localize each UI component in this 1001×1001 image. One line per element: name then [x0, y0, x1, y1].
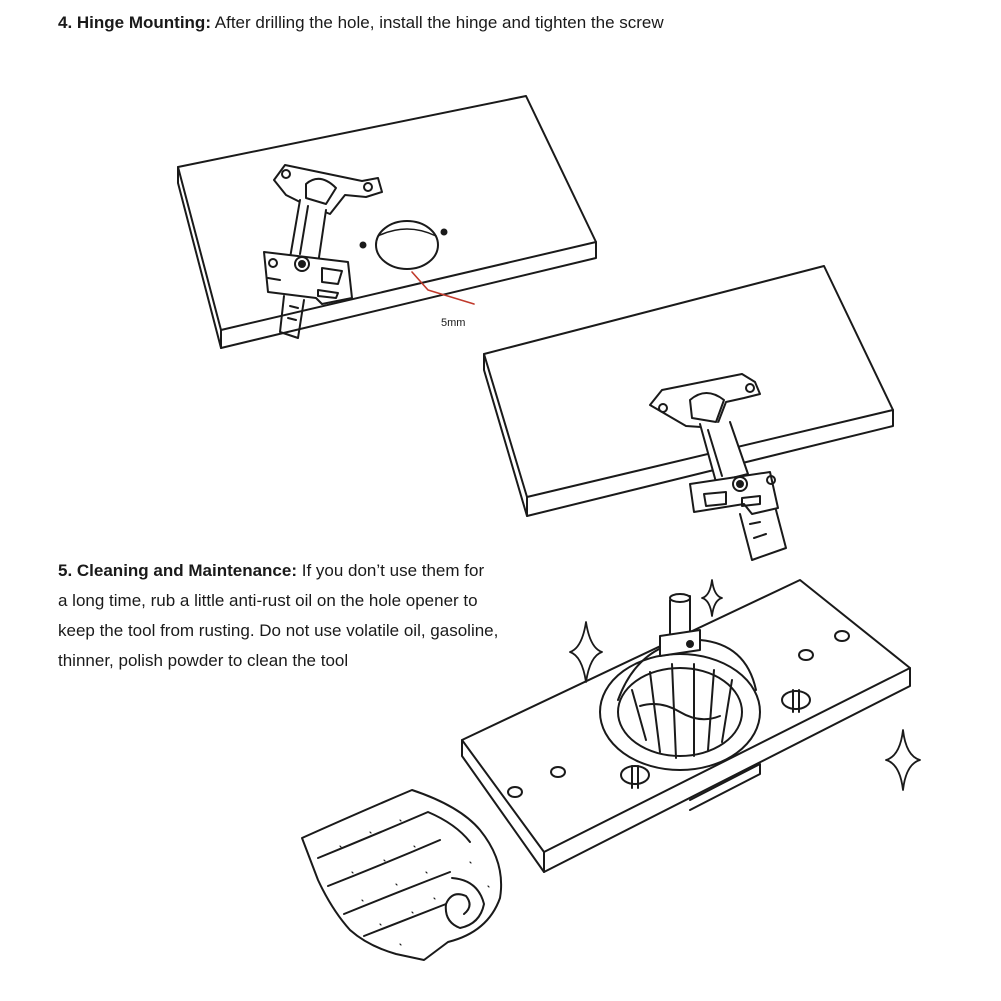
sparkle-icons — [569, 579, 921, 791]
step-5-line-3: keep the tool from rusting. Do not use v… — [58, 621, 499, 640]
board-with-hole-illustration: 5mm — [177, 95, 597, 349]
step-5-line-4: thinner, polish powder to clean the tool — [58, 651, 349, 670]
board-with-hinge-illustration — [483, 265, 894, 517]
hole-opener-jig-illustration — [461, 579, 911, 873]
hinge-on-board-2 — [649, 373, 787, 561]
step-5-line-1: If you don’t use them for — [297, 561, 485, 580]
step-4-heading: 4. Hinge Mounting: — [58, 13, 211, 32]
measurement-label-5mm: 5mm — [441, 317, 465, 329]
step-5-heading: 5. Cleaning and Maintenance: — [58, 561, 297, 580]
sparkle-icon — [701, 579, 723, 617]
step-5-caption: 5. Cleaning and Maintenance: If you don’… — [58, 556, 538, 676]
step-5-line-2: a long time, rub a little anti-rust oil … — [58, 591, 478, 610]
sparkle-icon — [885, 729, 921, 791]
sparkle-icon — [569, 621, 603, 683]
cleaning-cloth-illustration — [301, 789, 503, 961]
step-4-text: After drilling the hole, install the hin… — [210, 13, 664, 32]
hinge-on-board-1 — [263, 164, 383, 339]
step-4-caption: 4. Hinge Mounting: After drilling the ho… — [58, 8, 958, 38]
